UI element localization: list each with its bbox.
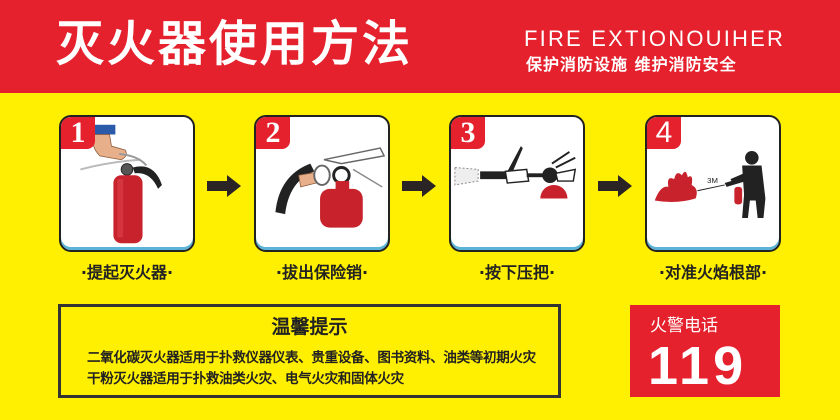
- header-banner: 灭火器使用方法 FIRE EXTIONOUIHER 保护消防设施 维护消防安全: [0, 0, 840, 93]
- step-number-badge: 3: [451, 117, 485, 149]
- subtitle-english: FIRE EXTIONOUIHER: [524, 26, 786, 51]
- tips-title: 温馨提示: [271, 316, 348, 338]
- pressing-handle-spraying-icon: [454, 146, 577, 199]
- step-label-1: ·提起灭火器·: [80, 263, 174, 282]
- hotline-number: 119: [648, 336, 748, 396]
- subtitle-slogan: 保护消防设施 维护消防安全: [526, 55, 737, 74]
- step-panel-4: 3M 4: [645, 115, 781, 252]
- step-label-4: ·对准火焰根部·: [658, 263, 768, 282]
- step-panel-1: 1: [59, 115, 195, 252]
- fire-hotline-box: 火警电话 119: [630, 305, 780, 397]
- step-label-3: ·按下压把·: [478, 263, 556, 282]
- step-panel-2: 2: [254, 115, 390, 252]
- tips-line: 二氧化碳灭火器适用于扑救仪器仪表、贵重设备、图书资料、油类等初期火灾: [87, 350, 536, 366]
- hotline-label: 火警电话: [650, 316, 718, 336]
- hand-lifting-extinguisher-icon: [80, 124, 162, 244]
- step-label-2: ·拔出保险销·: [275, 263, 369, 282]
- step-number-badge: 4: [647, 117, 681, 149]
- step-panel-3: 3: [449, 115, 585, 252]
- arrow-right-icon: [207, 175, 241, 197]
- aiming-at-fire-base-icon: 3M: [654, 150, 766, 218]
- arrow-right-icon: [402, 175, 436, 197]
- svg-text:3M: 3M: [707, 176, 718, 185]
- page-title: 灭火器使用方法: [56, 16, 414, 72]
- tips-box: 温馨提示 二氧化碳灭火器适用于扑救仪器仪表、贵重设备、图书资料、油类等初期火灾 …: [58, 304, 561, 398]
- step-number-badge: 1: [61, 117, 95, 149]
- pulling-safety-pin-icon: [275, 147, 386, 228]
- step-number-badge: 2: [256, 117, 290, 149]
- arrow-right-icon: [598, 175, 632, 197]
- tips-line: 干粉灭火器适用于扑救油类火灾、电气火灾和固体火灾: [87, 371, 404, 387]
